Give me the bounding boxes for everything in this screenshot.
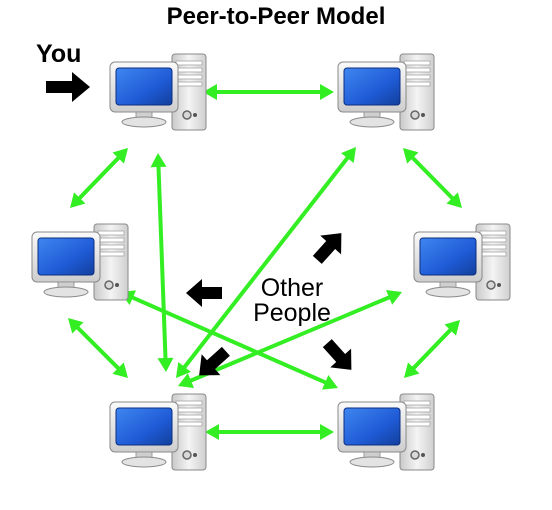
link-arrowhead-end	[112, 362, 128, 378]
computer-icon-bottom-right	[337, 393, 435, 471]
link-bottom-left-bottom-right	[205, 424, 334, 440]
link-mid-right-bottom-right	[404, 320, 460, 378]
link-arrowhead-start	[205, 424, 219, 440]
pointer-arrow-to-top-right	[312, 233, 342, 264]
computers-layer	[31, 53, 511, 471]
link-line	[73, 323, 123, 373]
link-arrowhead-start	[150, 153, 167, 168]
pointer-arrow-to-mid-left	[186, 279, 222, 307]
computer-icon-mid-right	[413, 223, 511, 301]
link-you-bottom-left	[150, 153, 174, 372]
computer-icon-you	[109, 53, 207, 131]
link-arrowhead-end	[176, 362, 191, 378]
pointer-arrow-to-bottom-left	[199, 346, 230, 376]
link-line	[75, 153, 123, 203]
link-mid-right-bottom-left	[178, 290, 402, 388]
link-arrowhead-start	[385, 290, 402, 305]
link-arrowhead-end	[404, 362, 420, 378]
link-line	[186, 294, 394, 384]
link-arrowhead-start	[341, 147, 356, 163]
link-arrowhead-end	[320, 424, 334, 440]
you-label: You	[36, 40, 81, 68]
link-line	[156, 162, 168, 363]
link-arrowhead-end	[321, 375, 338, 390]
pointer-arrow-to-bottom-right	[322, 339, 352, 370]
link-line	[128, 294, 330, 386]
link-top-right-bottom-left	[176, 147, 356, 378]
other-people-label-line2: People	[253, 299, 331, 327]
other-people-label-line1: Other	[261, 274, 324, 302]
link-line	[409, 325, 455, 373]
link-arrowhead-end	[178, 373, 195, 388]
link-you-top-right	[203, 84, 334, 100]
link-arrowhead-start	[403, 148, 419, 164]
link-arrowhead-start	[444, 320, 460, 336]
link-line	[408, 153, 457, 203]
computer-icon-bottom-left	[109, 393, 207, 471]
computer-icon-mid-left	[31, 223, 129, 301]
link-arrowhead-end	[157, 357, 174, 372]
link-top-right-mid-right	[403, 148, 462, 208]
link-line	[180, 153, 352, 372]
diagram-title: Peer-to-Peer Model	[167, 3, 386, 30]
link-arrowhead-start	[112, 148, 128, 164]
link-arrowhead-end	[70, 192, 86, 208]
links-layer	[68, 84, 462, 440]
link-you-mid-left	[70, 148, 128, 208]
you-pointer-arrow	[46, 72, 90, 102]
link-arrowhead-end	[446, 192, 462, 208]
link-arrowhead-start	[68, 318, 84, 334]
link-arrowhead-start	[203, 84, 217, 100]
computer-icon-top-right	[337, 53, 435, 131]
link-arrowhead-end	[320, 84, 334, 100]
link-mid-left-bottom-left	[68, 318, 128, 378]
